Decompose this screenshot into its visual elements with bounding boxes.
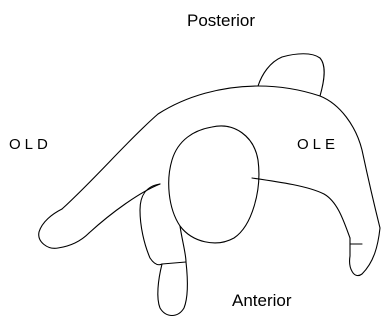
anterior-tooth-left-outline	[140, 184, 162, 265]
arch-right-lower-outline	[252, 178, 350, 238]
anterior-root-outline	[158, 262, 187, 316]
anterior-label: Anterior	[232, 291, 292, 311]
anterior-root-divider	[162, 262, 186, 264]
left-end-cap-outline	[39, 209, 89, 248]
arch-left-lower-outline	[89, 184, 160, 233]
ole-label: OLE	[297, 136, 339, 153]
old-label: OLD	[9, 136, 52, 153]
posterior-label: Posterior	[187, 11, 255, 31]
right-end-cap-outline	[350, 228, 380, 276]
posterior-tooth-outline	[258, 54, 324, 96]
arch-upper-outline	[62, 86, 380, 228]
central-oval-tooth-outline	[169, 126, 259, 243]
